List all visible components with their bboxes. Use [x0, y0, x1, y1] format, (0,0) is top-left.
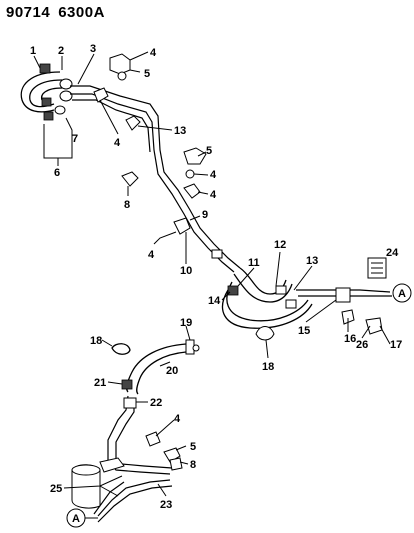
callout-label: 1	[30, 45, 36, 57]
connector-a-bottom: A	[66, 508, 98, 528]
callout-label: 4	[210, 189, 217, 201]
hose-clamp	[43, 111, 54, 121]
callout-label: 9	[202, 209, 208, 221]
bolt	[121, 171, 139, 187]
callout-label: 10	[180, 265, 192, 277]
callout-label: 19	[180, 317, 192, 329]
bolt	[125, 115, 141, 131]
callout-label: 12	[274, 239, 286, 251]
callout-label: 13	[174, 125, 186, 137]
clip-nut	[185, 169, 195, 179]
bolt	[169, 457, 183, 471]
hose-clamp	[39, 63, 51, 74]
fitting	[211, 249, 223, 259]
tube-clip	[173, 217, 191, 235]
fitting	[59, 90, 73, 102]
tube-clip	[93, 87, 109, 103]
bolt	[365, 317, 383, 335]
leader-lines	[33, 51, 391, 497]
connector-a-right-label: A	[398, 288, 406, 300]
hose-clamp	[121, 379, 133, 390]
callout-label: 4	[210, 169, 217, 181]
callout-label: 16	[344, 333, 356, 345]
callout-label: 4	[150, 47, 157, 59]
clip-bolt	[117, 71, 127, 81]
callout-label: 21	[94, 377, 106, 389]
connector-a-bottom-label: A	[72, 513, 80, 525]
tube-clip	[99, 457, 125, 473]
callout-label: 26	[356, 339, 368, 351]
main-tube-run	[70, 85, 241, 273]
callout-label: 4	[148, 249, 155, 261]
connector-a-right: A	[392, 283, 412, 303]
callout-label: 20	[166, 365, 178, 377]
hose-clamp	[227, 285, 239, 296]
callout-label: 18	[262, 361, 274, 373]
diagram-code-left: 90714	[6, 4, 51, 21]
tube-clip	[109, 53, 131, 75]
middle-hose-assembly	[221, 257, 392, 341]
fitting	[123, 397, 137, 409]
callout-label: 23	[160, 499, 172, 511]
lower-hose-assembly	[71, 339, 200, 523]
clip-nut	[183, 183, 201, 199]
callout-label: 15	[298, 325, 310, 337]
diagram-header: 90714 6300A	[6, 4, 113, 21]
callout-label: 8	[124, 199, 130, 211]
callout-label: 5	[190, 441, 196, 453]
callout-label: 14	[208, 295, 221, 307]
callout-label: 17	[390, 339, 402, 351]
fitting	[275, 285, 287, 295]
callout-label: 13	[306, 255, 318, 267]
callout-label: 4	[174, 413, 181, 425]
callout-label: 2	[58, 45, 64, 57]
diagram-code-right: 6300A	[58, 4, 105, 21]
upper-clips	[93, 53, 223, 259]
bracket	[341, 309, 355, 325]
connector-block	[335, 287, 351, 303]
hose-clamp	[41, 97, 52, 107]
fitting	[59, 78, 73, 90]
callout-label: 8	[190, 459, 196, 471]
o-ring	[192, 344, 200, 352]
callout-label: 4	[114, 137, 121, 149]
tube-clip	[183, 147, 207, 165]
callout-label: 18	[90, 335, 102, 347]
callout-label: 7	[72, 133, 78, 145]
callout-label: 5	[144, 68, 150, 80]
callout-label: 6	[54, 167, 60, 179]
callout-label: 3	[90, 43, 96, 55]
fitting	[285, 299, 297, 309]
callout-label: 22	[150, 397, 162, 409]
o-ring	[54, 105, 66, 115]
hose-clamp	[255, 326, 275, 341]
callout-label: 5	[206, 145, 212, 157]
callout-label: 25	[50, 483, 62, 495]
callout-labels: 1 2 3 4 5 7 6 4 13 5 4 4 8 9 4 10 12 11 …	[30, 43, 402, 511]
tube-clip	[163, 447, 181, 463]
callout-label: 24	[386, 247, 399, 259]
upper-hose-assembly	[20, 63, 73, 121]
callout-label: 11	[248, 257, 260, 269]
